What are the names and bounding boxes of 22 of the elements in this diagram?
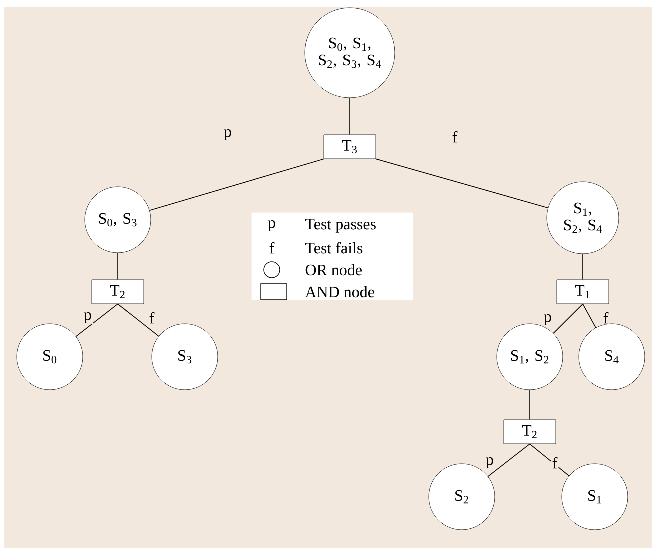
legend-text: Test passes (305, 219, 376, 233)
connector-line (582, 254, 584, 280)
connector-line (76, 304, 118, 338)
and-node-box: T$_{2}$ (504, 420, 556, 444)
connector-line (553, 304, 584, 334)
legend-text: Test fails (305, 242, 363, 254)
legend-text: AND node (305, 286, 374, 298)
connector-line (149, 158, 324, 211)
legend-symbol: f (270, 242, 275, 254)
connector-line (530, 444, 570, 476)
edge-label: p (223, 128, 233, 142)
and-node-box: T$_{2}$ (92, 280, 144, 304)
edge-label: p (83, 312, 93, 324)
connector-line (582, 304, 596, 328)
legend-text: OR node (306, 264, 362, 276)
legend-symbol: p (268, 220, 276, 232)
connector-line (118, 304, 160, 337)
and-node-box: T$_{3}$ (324, 134, 376, 160)
and-node-box: T$_{1}$ (556, 280, 610, 304)
connector-line (488, 444, 530, 478)
connector-line (376, 158, 549, 208)
edge-label: p (543, 314, 553, 326)
